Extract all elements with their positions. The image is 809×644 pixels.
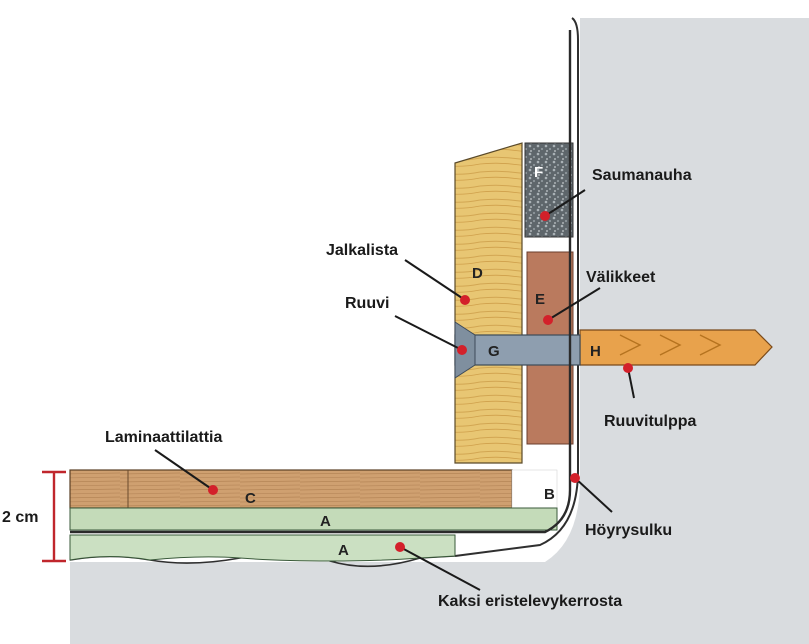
leader-ruuvitulppa xyxy=(623,363,635,399)
callout-laminaattilattia: Laminaattilattia xyxy=(105,429,222,446)
wall-surface-line xyxy=(454,17,579,557)
leader-hoyrysulku xyxy=(570,473,613,513)
leader-eristelevyt xyxy=(395,542,481,591)
part-label-E: E xyxy=(535,291,545,308)
wall-plug-teeth xyxy=(619,334,722,356)
part-label-D: D xyxy=(472,265,483,282)
callout-hoyrysulku: Höyrysulku xyxy=(585,522,672,539)
insulation-layer-A-upper xyxy=(69,507,558,531)
callout-valikkeet: Välikkeet xyxy=(586,269,656,286)
callout-ruuvitulppa: Ruuvitulppa xyxy=(604,413,697,430)
vapour-barrier xyxy=(70,30,572,534)
part-label-G: G xyxy=(488,343,500,360)
leader-saumanauha xyxy=(540,189,586,221)
insulation-layer-A-lower xyxy=(69,534,456,562)
laminate-floor-C xyxy=(69,469,513,509)
part-label-A-lower: A xyxy=(338,542,349,559)
part-label-C: C xyxy=(245,490,256,507)
sealing-strip-F xyxy=(524,142,574,238)
leader-valikkeet xyxy=(543,287,601,325)
part-label-A-upper: A xyxy=(320,513,331,530)
expansion-gap-B xyxy=(511,469,558,509)
part-label-B: B xyxy=(544,486,555,503)
callout-eristelevyt: Kaksi eristelevykerrosta xyxy=(438,593,622,610)
scale-label: 2 cm xyxy=(2,509,38,526)
leader-jalkalista xyxy=(404,259,470,305)
callout-saumanauha: Saumanauha xyxy=(592,167,692,184)
leader-laminaattilattia xyxy=(154,449,218,495)
callout-jalkalista: Jalkalista xyxy=(326,242,398,259)
leader-ruuvi xyxy=(394,315,467,355)
screw-G xyxy=(454,334,581,366)
part-label-H: H xyxy=(590,343,601,360)
scale-bar xyxy=(42,470,66,563)
wall-background xyxy=(70,18,809,644)
callout-ruuvi: Ruuvi xyxy=(345,295,389,312)
part-label-F: F xyxy=(534,164,543,181)
